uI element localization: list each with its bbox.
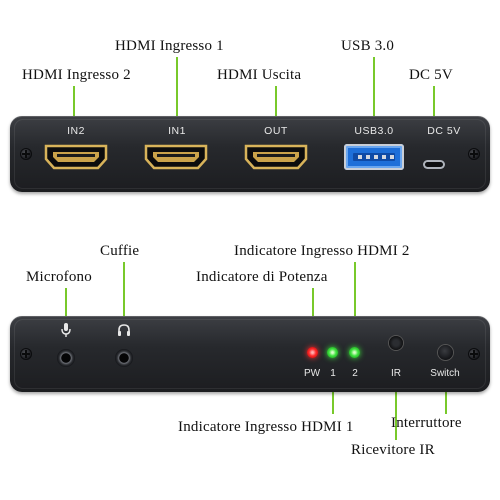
port-label-out: OUT: [264, 125, 288, 137]
label-cuffie: Cuffie: [100, 243, 140, 259]
usb-pin: [366, 155, 370, 159]
front-panel: IN2 IN1 OUT USB3.0 DC 5V: [10, 116, 490, 192]
power-led: [307, 347, 318, 358]
screw-icon: [20, 348, 32, 360]
dc-port: [423, 160, 445, 169]
led-label-2: 2: [352, 368, 358, 379]
label-ind-hdmi1: Indicatore Ingresso HDMI 1: [178, 419, 354, 435]
label-hdmi-in2: HDMI Ingresso 2: [22, 67, 131, 83]
label-usb: USB 3.0: [341, 38, 395, 54]
port-label-in2: IN2: [67, 125, 85, 137]
screw-icon: [468, 148, 480, 160]
usb-pin: [382, 155, 386, 159]
hdmi-out-port: [244, 144, 308, 170]
usb-pin: [358, 155, 362, 159]
label-microfono: Microfono: [26, 269, 92, 285]
led-label-1: 1: [330, 368, 336, 379]
label-ind-potenza: Indicatore di Potenza: [196, 269, 328, 285]
back-panel: PW 1 2 IR Switch: [10, 316, 490, 392]
front-panel-rim: [14, 119, 486, 189]
usb-port: [344, 144, 404, 170]
headphone-jack: [115, 349, 133, 367]
label-ricevitore-ir: Ricevitore IR: [351, 442, 435, 458]
port-label-usb: USB3.0: [354, 125, 394, 137]
hdmi2-led: [349, 347, 360, 358]
port-label-in1: IN1: [168, 125, 186, 137]
hdmi-in2-port: [44, 144, 108, 170]
microphone-icon: [61, 323, 71, 337]
hdmi1-led: [327, 347, 338, 358]
back-panel-rim: [14, 319, 486, 389]
label-ind-hdmi2: Indicatore Ingresso HDMI 2: [234, 243, 410, 259]
led-label-pw: PW: [303, 368, 321, 379]
port-label-dc: DC 5V: [427, 125, 461, 137]
hdmi-in1-port: [144, 144, 208, 170]
usb-pin: [390, 155, 394, 159]
label-hdmi-in1: HDMI Ingresso 1: [115, 38, 224, 54]
switch-label: Switch: [430, 368, 460, 379]
ir-label: IR: [391, 368, 401, 379]
screw-icon: [468, 348, 480, 360]
ir-receiver: [389, 336, 403, 350]
label-hdmi-out: HDMI Uscita: [217, 67, 302, 83]
screw-icon: [20, 148, 32, 160]
label-dc: DC 5V: [409, 67, 453, 83]
usb-pin: [374, 155, 378, 159]
label-interruttore: Interruttore: [391, 415, 462, 431]
microphone-jack: [57, 349, 75, 367]
headphones-icon: [118, 324, 130, 336]
switch-button: [438, 345, 453, 360]
